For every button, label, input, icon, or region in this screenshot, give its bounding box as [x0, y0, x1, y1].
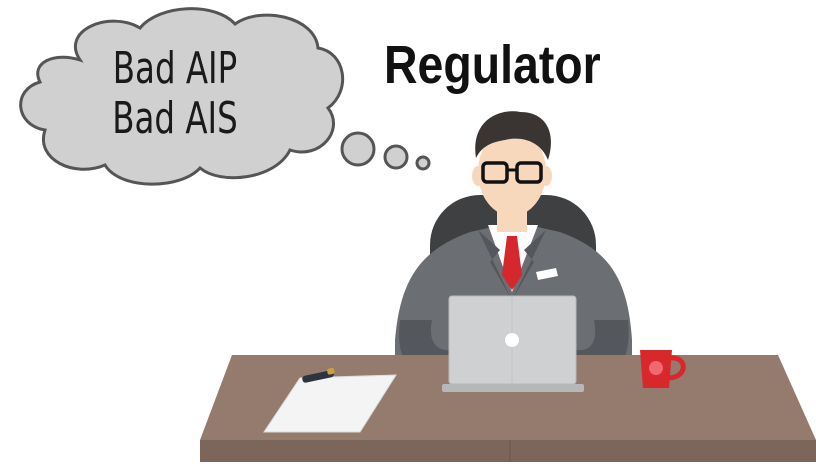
thought-bubble-medium — [383, 144, 409, 170]
right-ear — [540, 166, 552, 186]
thought-bubble-large — [340, 131, 376, 167]
laptop-logo — [505, 333, 519, 347]
desk-front — [200, 440, 816, 462]
thought-line-1: Bad AIP — [112, 43, 238, 94]
left-ear — [472, 166, 484, 186]
pocket-square — [536, 268, 558, 280]
hair — [475, 111, 551, 160]
thought-text: Bad AIP Bad AIS — [81, 44, 270, 144]
glasses-left-lens — [481, 161, 509, 184]
page-title: Regulator — [384, 35, 601, 95]
cloud-body — [19, 7, 345, 186]
mug-handle — [667, 355, 686, 381]
tie — [502, 236, 522, 290]
pen-tip — [327, 367, 335, 375]
thought-cloud-icon — [19, 7, 431, 186]
pen-body — [302, 370, 334, 383]
thought-line-2: Bad AIS — [112, 93, 238, 144]
right-lapel — [512, 230, 546, 300]
mug-logo — [649, 361, 663, 375]
mug-icon — [640, 350, 686, 388]
laptop-icon — [442, 295, 584, 392]
glasses-right-lens — [515, 161, 543, 184]
left-lapel — [478, 230, 512, 300]
paper-sheet — [263, 374, 397, 433]
pen-icon — [302, 367, 335, 383]
glasses-icon — [481, 161, 543, 184]
paper-icon — [263, 374, 397, 433]
laptop-base — [442, 384, 584, 392]
thought-bubble-small — [415, 155, 431, 171]
head — [478, 128, 546, 216]
